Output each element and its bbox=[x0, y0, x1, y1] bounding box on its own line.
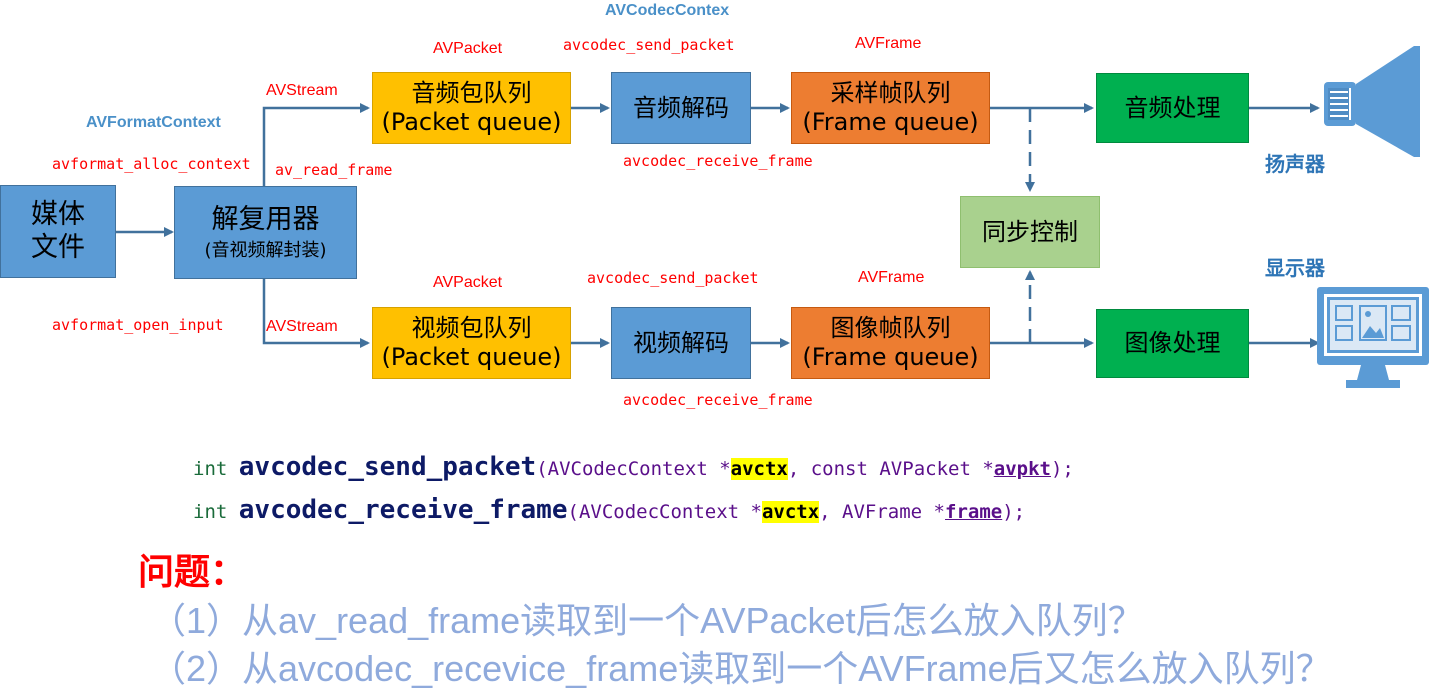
code-receive-frame: int avcodec_receive_frame(AVCodecContext… bbox=[193, 495, 1025, 525]
audio-decode-label: 音频解码 bbox=[633, 93, 729, 122]
audio-packet-queue-line2: (Packet queue) bbox=[381, 108, 562, 136]
demuxer-line2: (音视频解封装) bbox=[204, 239, 327, 261]
question-2: （2）从avcodec_recevice_frame读取到一个AVFrame后又… bbox=[150, 648, 1332, 689]
avframe-top-label: AVFrame bbox=[855, 35, 922, 52]
video-process-label: 图像处理 bbox=[1124, 329, 1221, 358]
avframe-bottom-label: AVFrame bbox=[858, 269, 925, 286]
arrow-demux-video-pkt bbox=[262, 279, 370, 348]
code-receive-frame-frame: frame bbox=[945, 501, 1003, 523]
avformat-open-input-label: avformat_open_input bbox=[52, 316, 224, 334]
send-packet-top-label: avcodec_send_packet bbox=[563, 36, 735, 54]
avformat-context-label: AVFormatContext bbox=[86, 114, 221, 131]
speaker-label: 扬声器 bbox=[1265, 152, 1325, 176]
media-file-line2: 文件 bbox=[31, 231, 85, 263]
avpacket-bottom-label: AVPacket bbox=[433, 274, 503, 291]
audio-packet-queue-line1: 音频包队列 bbox=[411, 79, 532, 108]
code-send-packet-ret: int bbox=[193, 458, 239, 480]
video-packet-queue-line2: (Packet queue) bbox=[381, 343, 562, 371]
avformat-alloc-context-label: avformat_alloc_context bbox=[52, 155, 251, 173]
code-send-packet-avctx: avctx bbox=[730, 458, 788, 480]
demuxer-box: 解复用器 (音视频解封装) bbox=[174, 186, 357, 279]
code-send-packet-p3: ); bbox=[1050, 458, 1074, 480]
code-receive-frame-p3: ); bbox=[1002, 501, 1026, 523]
arrow-demux-audio-pkt bbox=[262, 103, 370, 186]
question-title: 问题： bbox=[138, 552, 247, 593]
sync-control-box: 同步控制 bbox=[960, 196, 1100, 268]
audio-frame-queue-line2: (Frame queue) bbox=[802, 108, 979, 136]
receive-frame-top-label: avcodec_receive_frame bbox=[623, 152, 813, 170]
demuxer-line1: 解复用器 bbox=[211, 203, 320, 235]
video-frame-queue-line1: 图像帧队列 bbox=[830, 314, 951, 343]
code-send-packet-avpkt: avpkt bbox=[993, 458, 1051, 480]
code-receive-frame-p1: (AVCodecContext * bbox=[567, 501, 762, 523]
display-label: 显示器 bbox=[1265, 256, 1325, 280]
receive-frame-bottom-label: avcodec_receive_frame bbox=[623, 391, 813, 409]
video-frame-queue-box: 图像帧队列 (Frame queue) bbox=[791, 307, 990, 379]
audio-decode-box: 音频解码 bbox=[611, 72, 751, 144]
av-read-frame-label: av_read_frame bbox=[275, 161, 393, 179]
monitor-icon bbox=[1317, 287, 1429, 388]
audio-frame-queue-box: 采样帧队列 (Frame queue) bbox=[791, 72, 990, 144]
video-packet-queue-box: 视频包队列 (Packet queue) bbox=[372, 307, 571, 379]
code-receive-frame-p2: , AVFrame * bbox=[819, 501, 946, 523]
question-1: （1）从av_read_frame读取到一个AVPacket后怎么放入队列？ bbox=[150, 600, 1144, 641]
video-decode-label: 视频解码 bbox=[633, 328, 729, 357]
speaker-icon bbox=[1324, 46, 1420, 157]
audio-frame-queue-line1: 采样帧队列 bbox=[830, 79, 951, 108]
media-file-box: 媒体 文件 bbox=[0, 185, 116, 278]
video-process-box: 图像处理 bbox=[1096, 309, 1249, 378]
audio-packet-queue-box: 音频包队列 (Packet queue) bbox=[372, 72, 571, 144]
code-send-packet-fn: avcodec_send_packet bbox=[238, 452, 537, 482]
code-send-packet-p1: (AVCodecContext * bbox=[536, 458, 731, 480]
avstream-bottom-label: AVStream bbox=[266, 318, 338, 335]
avstream-top-label: AVStream bbox=[266, 82, 338, 99]
sync-control-label: 同步控制 bbox=[982, 217, 1078, 246]
avcodec-contex-label: AVCodecContex bbox=[605, 2, 730, 19]
audio-process-box: 音频处理 bbox=[1096, 73, 1249, 143]
code-receive-frame-fn: avcodec_receive_frame bbox=[238, 495, 568, 525]
code-send-packet: int avcodec_send_packet(AVCodecContext *… bbox=[193, 452, 1074, 482]
video-packet-queue-line1: 视频包队列 bbox=[411, 314, 532, 343]
code-receive-frame-ret: int bbox=[193, 501, 239, 523]
avpacket-top-label: AVPacket bbox=[433, 40, 503, 57]
media-file-line1: 媒体 bbox=[31, 199, 85, 231]
video-frame-queue-line2: (Frame queue) bbox=[802, 343, 979, 371]
send-packet-bottom-label: avcodec_send_packet bbox=[587, 269, 759, 287]
code-send-packet-p2: , const AVPacket * bbox=[787, 458, 994, 480]
video-decode-box: 视频解码 bbox=[611, 307, 751, 379]
code-receive-frame-avctx: avctx bbox=[761, 501, 820, 523]
audio-process-label: 音频处理 bbox=[1124, 93, 1221, 122]
